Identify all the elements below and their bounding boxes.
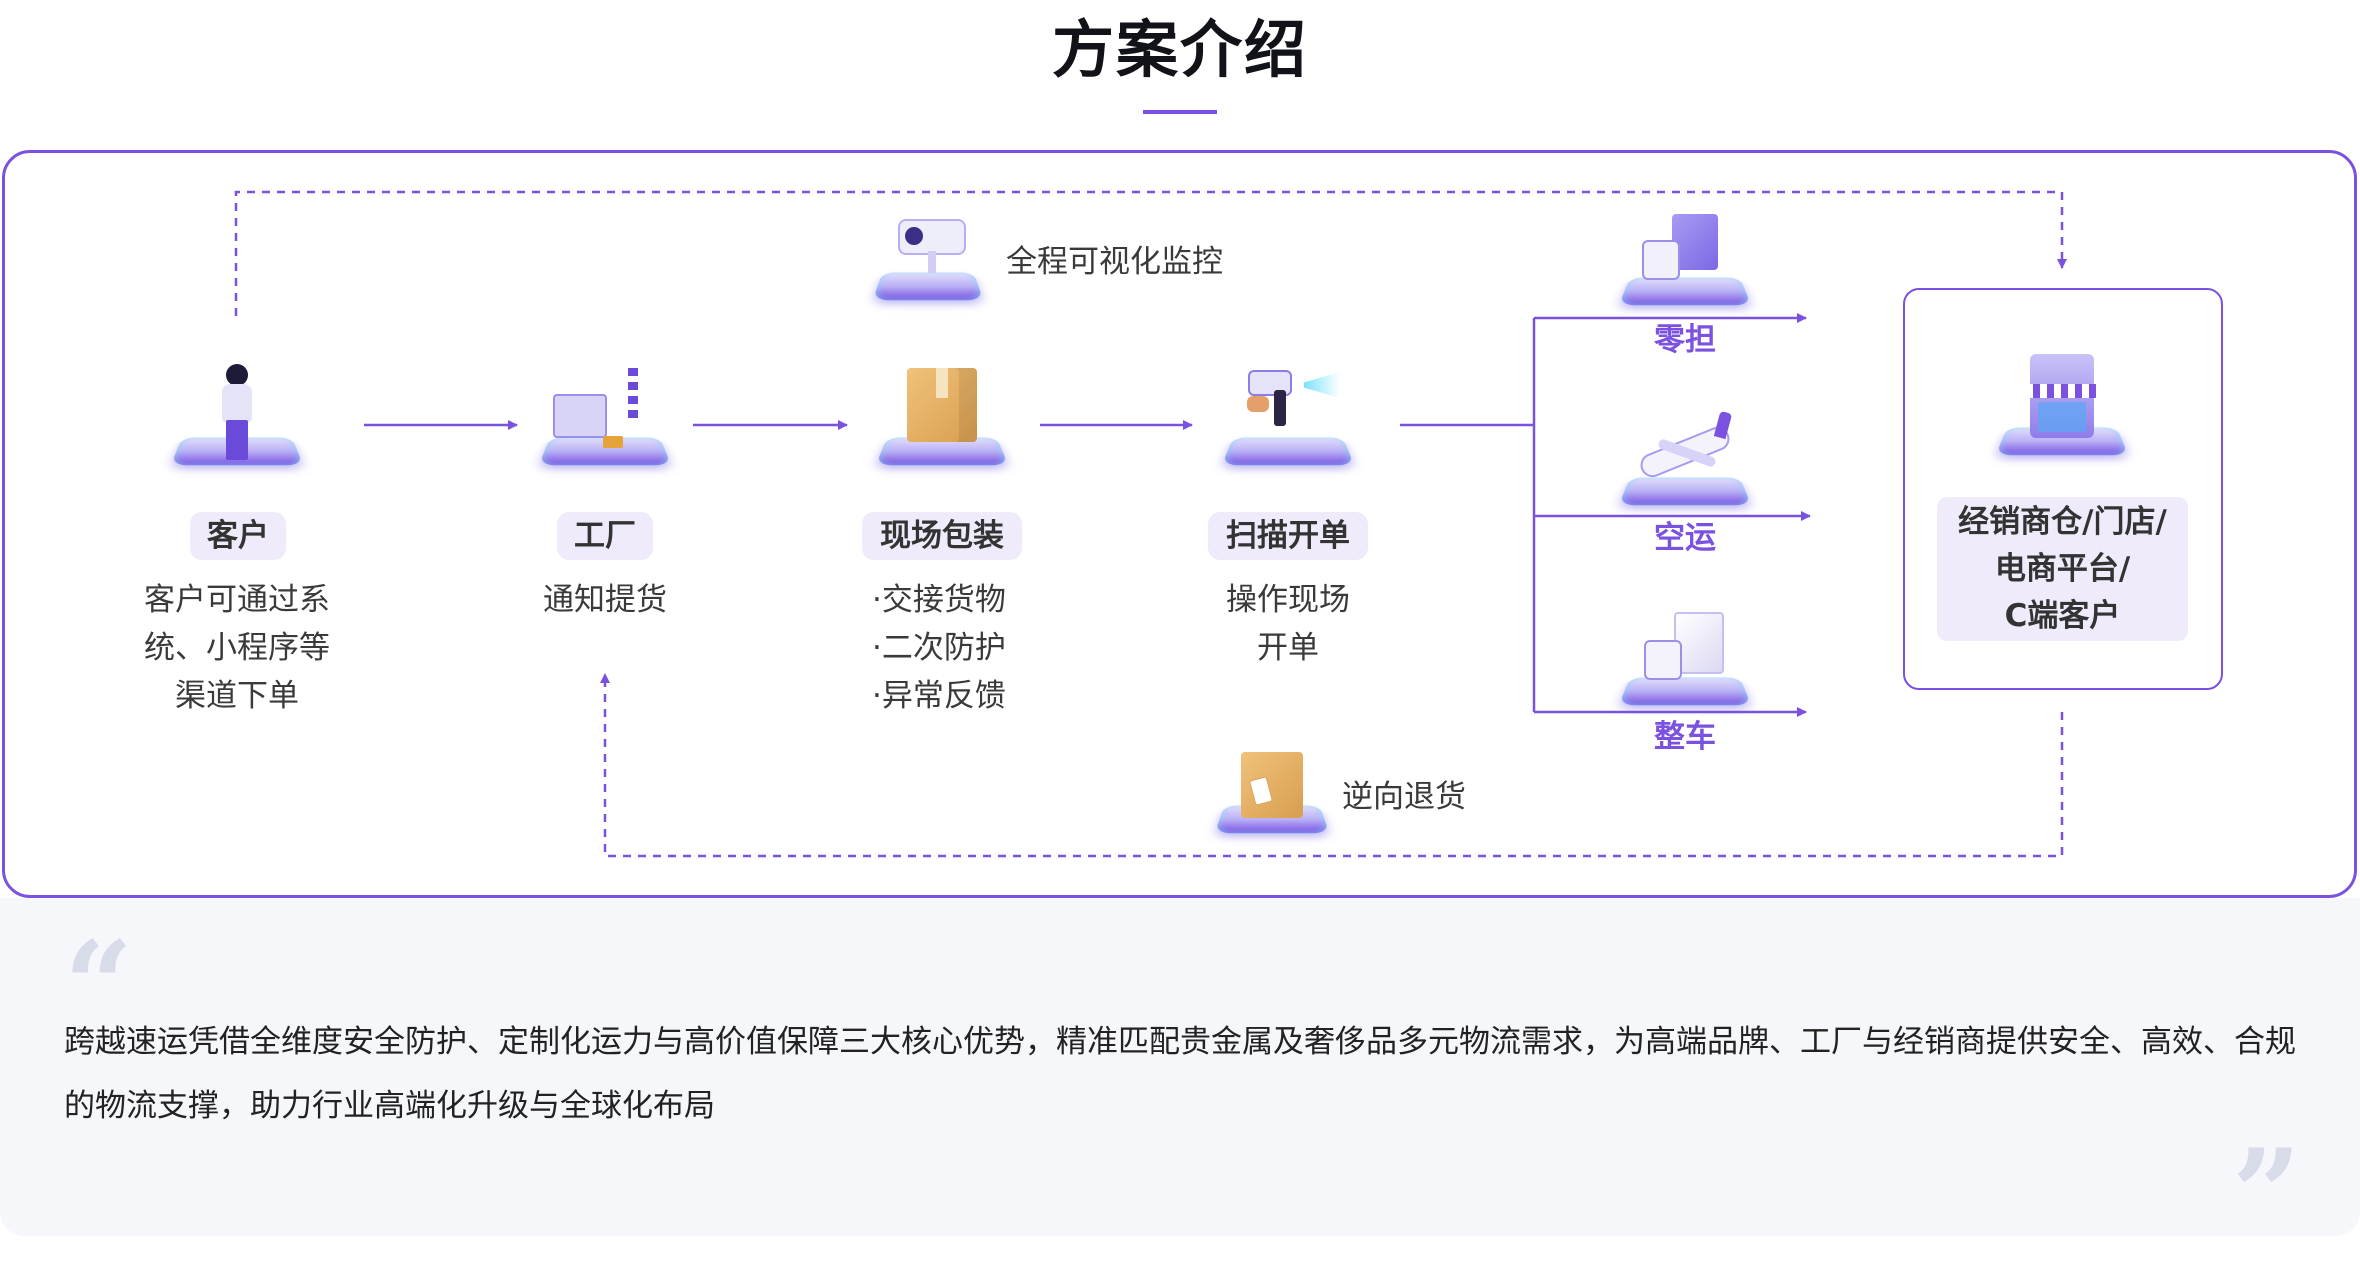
airplane-icon (1615, 400, 1755, 520)
open-quote-icon: “ (64, 915, 134, 1056)
desc-list-item: ·交接货物 (872, 582, 1006, 618)
title-underline (1143, 110, 1217, 114)
transport-label-ltl: 零担 (1654, 322, 1716, 358)
summary-text: 跨越速运凭借全维度安全防护、定制化运力与高价值保障三大核心优势，精准匹配贵金属及… (64, 1024, 2296, 1124)
desc-list-item: ·异常反馈 (872, 678, 1006, 714)
stage-label-scanning: 扫描开单 (1208, 512, 1368, 560)
reverse-logistics-label: 逆向退货 (1342, 779, 1466, 815)
flow-connectors (234, 190, 2067, 858)
transport-label-air: 空运 (1654, 520, 1716, 556)
stage-desc-scanning: 操作现场 开单 (1188, 576, 1388, 672)
desc-line: 开单 (1257, 630, 1319, 666)
return-package-icon (1212, 738, 1332, 848)
desc-line: 操作现场 (1226, 582, 1350, 618)
transport-label-ftl: 整车 (1654, 719, 1716, 755)
destination-line: 电商平台/ (1994, 551, 2131, 587)
stage-desc-customer: 客户可通过系 统、小程序等 渠道下单 (137, 576, 337, 720)
close-quote-icon: ” (2232, 1123, 2302, 1264)
stage-label-customer: 客户 (190, 512, 286, 560)
destination-label: 经销商仓/门店/ 电商平台/ C端客户 (1937, 497, 2188, 641)
desc-line: 渠道下单 (175, 678, 299, 714)
barcode-scanner-icon (1218, 360, 1358, 480)
stage-desc-packing: ·交接货物 ·二次防护 ·异常反馈 (872, 576, 1052, 720)
stage-label-factory: 工厂 (557, 512, 653, 560)
destination-line: C端客户 (2004, 598, 2121, 634)
cargo-truck-icon (1615, 200, 1755, 320)
storefront-icon (1992, 350, 2132, 470)
factory-icon (535, 360, 675, 480)
box-truck-icon (1615, 600, 1755, 720)
destination-line: 经销商仓/门店/ (1958, 504, 2167, 540)
package-box-icon (872, 360, 1012, 480)
page-title: 方案介绍 (1051, 13, 1308, 86)
security-camera-icon (870, 205, 990, 315)
desc-list-item: ·二次防护 (872, 630, 1006, 666)
dashed-monitoring-loop (234, 190, 2067, 316)
dashed-return-loop (600, 673, 2064, 858)
desc-line: 客户可通过系 (144, 582, 330, 618)
customer-person-icon (167, 360, 307, 480)
desc-line: 通知提货 (543, 582, 667, 618)
monitoring-label: 全程可视化监控 (1006, 244, 1223, 280)
desc-line: 统、小程序等 (144, 630, 330, 666)
stage-desc-factory: 通知提货 (505, 576, 705, 624)
stage-label-packing: 现场包装 (862, 512, 1022, 560)
